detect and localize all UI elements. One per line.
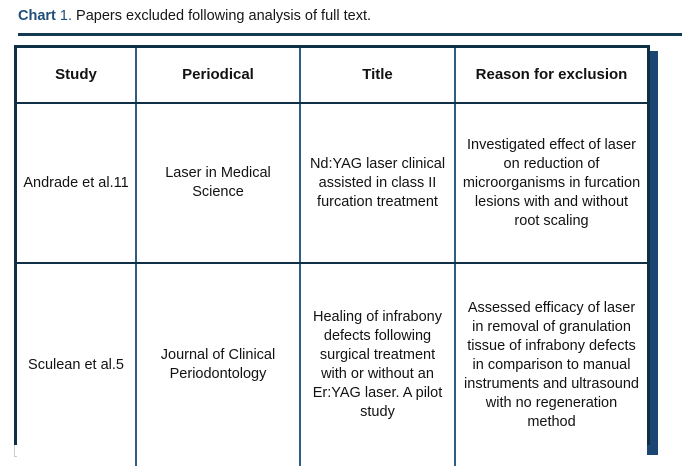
table-header-row: Study Periodical Title Reason for exclus… [17,48,647,104]
caption-text: Papers excluded following analysis of fu… [76,8,372,24]
table-row: Andrade et al.11 Laser in Medical Scienc… [17,103,647,264]
excluded-papers-table: Study Periodical Title Reason for exclus… [17,48,647,466]
cell-title: Healing of infrabony defects following s… [300,263,456,466]
table-body: Andrade et al.11 Laser in Medical Scienc… [17,103,647,466]
cell-title: Nd:YAG laser clinical assisted in class … [300,103,456,264]
cell-periodical: Laser in Medical Science [136,103,301,264]
figure-caption: Chart 1. Papers excluded following analy… [18,7,371,25]
column-header-reason: Reason for exclusion [455,48,647,104]
caption-divider-rule [18,33,682,36]
cell-reason: Investigated effect of laser on reductio… [455,103,647,264]
table-row: Sculean et al.5 Journal of Clinical Peri… [17,263,647,466]
caption-label: Chart [18,8,56,24]
column-header-title: Title [300,48,456,104]
cell-study: Sculean et al.5 [17,263,137,466]
column-header-periodical: Periodical [136,48,301,104]
caption-number: 1. [59,8,72,24]
column-header-study: Study [17,48,137,104]
cell-periodical: Journal of Clinical Periodontology [136,263,301,466]
table-header: Study Periodical Title Reason for exclus… [17,48,647,104]
cell-study: Andrade et al.11 [17,103,137,264]
cell-reason: Assessed efficacy of laser in removal of… [455,263,647,466]
table-frame: Study Periodical Title Reason for exclus… [14,45,650,466]
